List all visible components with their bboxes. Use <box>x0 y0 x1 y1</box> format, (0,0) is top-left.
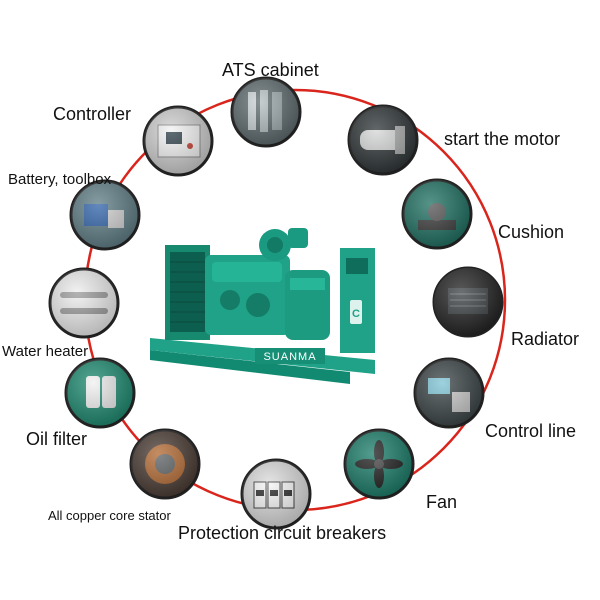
control-line-photo <box>413 357 485 429</box>
copper-stator-photo <box>129 428 201 500</box>
label-copper-stator: All copper core stator <box>48 508 171 523</box>
label-fan: Fan <box>426 492 458 512</box>
label-cushion: Cushion <box>498 222 565 242</box>
label-radiator: Radiator <box>511 329 580 349</box>
label-battery-toolbox: Battery, toolbox <box>8 171 112 188</box>
fan-photo <box>343 428 415 500</box>
water-heater-photo <box>48 267 120 339</box>
label-controller: Controller <box>53 104 132 124</box>
control-box-decal: C <box>352 308 360 320</box>
label-start-motor: start the motor <box>444 129 561 149</box>
label-ats-cabinet: ATS cabinet <box>222 60 319 80</box>
starter-motor-photo <box>347 104 419 176</box>
label-protection-breakers: Protection circuit breakers <box>178 523 387 543</box>
label-oil-filter: Oil filter <box>26 429 88 449</box>
controller-photo <box>142 105 214 177</box>
circuit-breakers-photo <box>240 458 312 530</box>
label-control-line: Control line <box>485 421 577 441</box>
label-water-heater: Water heater <box>2 343 89 360</box>
cushion-mount-photo <box>401 178 473 250</box>
generator-illustration: SUANMA C <box>150 228 375 384</box>
radiator-photo <box>432 266 504 338</box>
ats-cabinet-photo <box>230 76 302 148</box>
generator-brand: SUANMA <box>263 351 316 363</box>
battery-toolbox-photo <box>69 179 141 251</box>
oil-filter-photo <box>64 357 136 429</box>
